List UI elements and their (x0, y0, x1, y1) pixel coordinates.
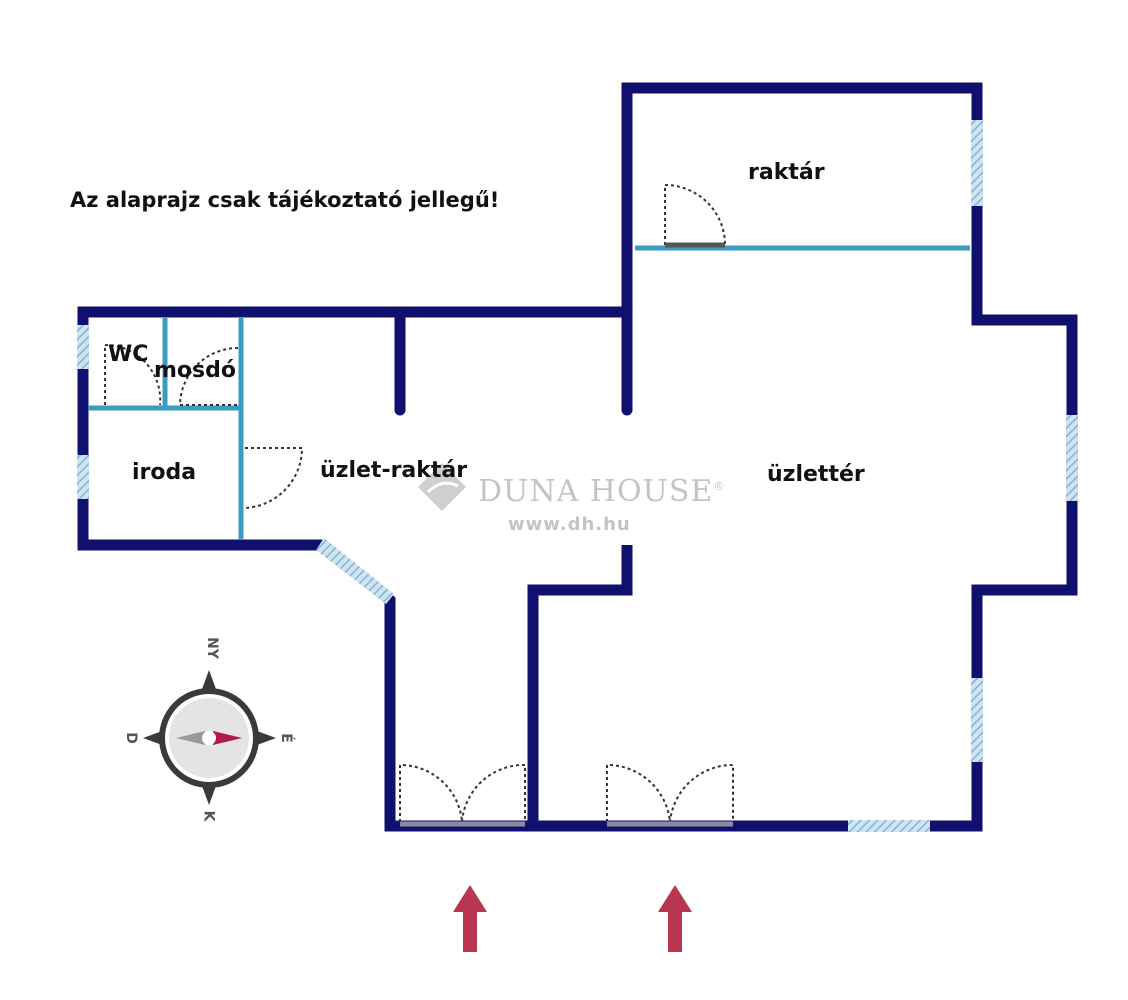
compass-icon (143, 670, 276, 805)
compass-south-label: K (200, 810, 217, 822)
watermark-url: www.dh.hu (508, 514, 631, 535)
room-label-uzletter: üzlettér (767, 462, 865, 487)
door-iroda (244, 447, 304, 509)
window (77, 455, 89, 499)
logo-diamond-icon (417, 462, 467, 512)
disclaimer-note: Az alaprajz csak tájékoztató jellegű! (70, 188, 500, 212)
registered-mark: ® (713, 480, 726, 493)
door-raktar (664, 183, 726, 246)
watermark-brand-text: DUNA HOUSE (478, 474, 714, 509)
entrance-door-2 (606, 763, 734, 823)
entrance-arrow-icon (658, 885, 692, 952)
window (77, 325, 89, 369)
window (1066, 415, 1078, 501)
compass-west-label: D (122, 732, 139, 744)
room-label-mosdo: mosdó (154, 358, 236, 383)
room-label-raktar: raktár (748, 160, 825, 185)
door-wc (104, 343, 162, 406)
window (971, 120, 983, 206)
entrance-door-1 (399, 763, 526, 823)
watermark-brand: DUNA HOUSE® (478, 474, 725, 509)
door-mosdo (179, 347, 239, 406)
window (316, 538, 394, 604)
compass-north-label: NY (203, 637, 220, 659)
window (971, 678, 983, 762)
inner-walls (88, 245, 970, 540)
entrance-arrow-icon (453, 885, 487, 952)
windows (77, 120, 1078, 832)
entrance-arrows (453, 885, 692, 952)
room-label-uzlet-raktar: üzlet-raktár (320, 458, 468, 483)
room-label-wc: WC (108, 342, 149, 367)
door-thresholds (400, 242, 733, 827)
room-label-iroda: iroda (132, 460, 197, 485)
compass-east-label: É (277, 733, 294, 743)
window (848, 820, 930, 832)
